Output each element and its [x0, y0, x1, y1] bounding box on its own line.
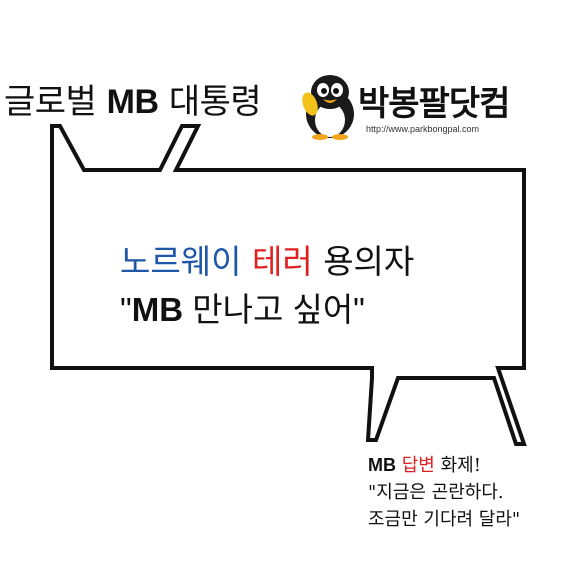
title-suffix: 대통령 — [168, 82, 262, 122]
penguin-icon — [302, 75, 354, 140]
reply-line-2: "지금은 곤란하다. — [368, 482, 504, 503]
speech-blue-word: 노르웨이 — [120, 242, 242, 281]
site-logo: 박봉팔닷컴 http://www.parkbongpal.com — [300, 74, 540, 140]
speech-line-1: 노르웨이 테러 용의자 — [120, 238, 500, 286]
speech-red-word: 테러 — [251, 242, 313, 281]
logo-text: 박봉팔닷컴 — [358, 84, 510, 124]
speech-bubble-outline — [50, 124, 527, 446]
speech-mb: MB — [131, 291, 184, 328]
title-mb: MB — [106, 83, 159, 121]
reply-line-1: MB 답변 화제! — [368, 452, 578, 479]
logo-url: http://www.parkbongpal.com — [366, 124, 480, 134]
reply-highlight: 답변 — [401, 455, 435, 476]
speech-line-2: "MB 만나고 싶어" — [120, 286, 500, 334]
reply-line-3: 조금만 기다려 달라" — [368, 509, 521, 530]
speech-line-2-rest: 만나고 싶어" — [192, 291, 365, 328]
reply-text: MB 답변 화제! "지금은 곤란하다. 조금만 기다려 달라" — [368, 452, 578, 533]
title-prefix: 글로벌 — [4, 82, 97, 122]
speech-text: 노르웨이 테러 용의자 "MB 만나고 싶어" — [120, 238, 500, 334]
reply-mb: MB — [368, 455, 396, 475]
reply-rest: 화제! — [440, 455, 481, 476]
speech-open-quote: " — [120, 291, 132, 328]
speech-rest-word: 용의자 — [323, 242, 415, 281]
page-title: 글로벌 MB 대통령 — [4, 74, 262, 123]
